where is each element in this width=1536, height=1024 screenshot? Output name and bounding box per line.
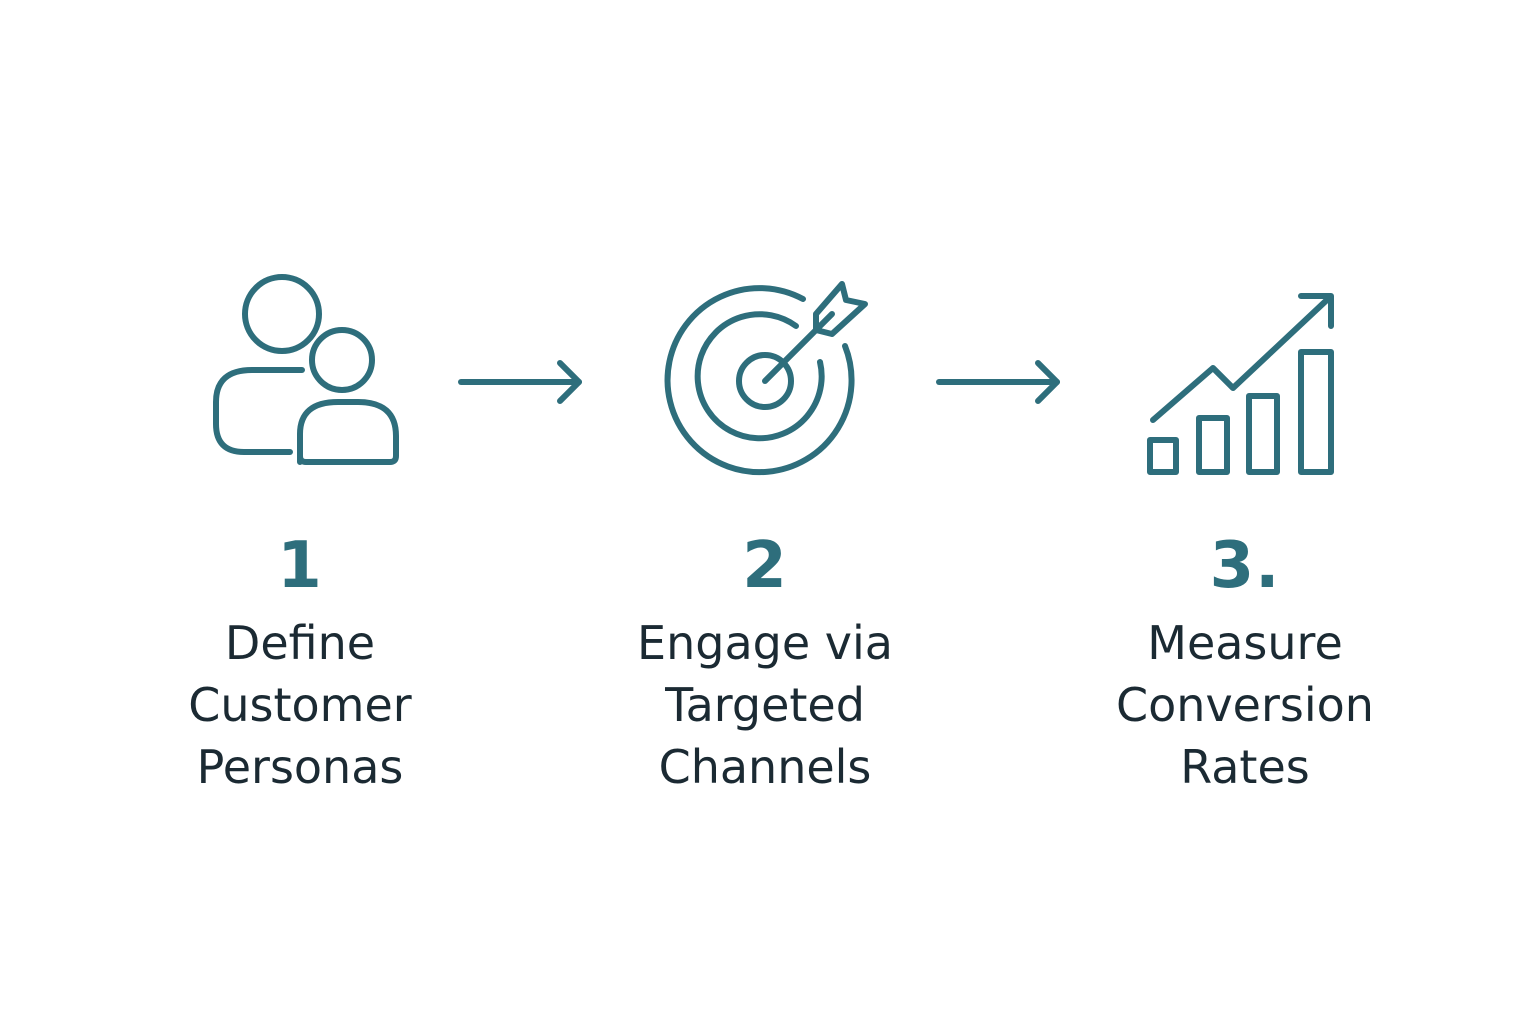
step-label-line: Targeted — [665, 678, 865, 732]
step-label: Measure Conversion Rates — [1075, 612, 1415, 798]
growth-chart-icon — [1147, 293, 1334, 475]
step-number: 1 — [277, 529, 323, 603]
step-label-line: Measure — [1147, 616, 1343, 670]
users-icon — [213, 274, 399, 465]
step-label-line: Customer — [188, 678, 412, 732]
step-label-line: Engage via — [637, 616, 893, 670]
step-label-line: Rates — [1180, 740, 1310, 794]
step-number: 2 — [742, 529, 788, 603]
step-label: Engage via Targeted Channels — [595, 612, 935, 798]
step-label: Define Customer Personas — [130, 612, 470, 798]
step-label-line: Personas — [196, 740, 404, 794]
step-label-line: Define — [224, 616, 376, 670]
target-arrow-icon — [664, 281, 868, 476]
step-label-line: Channels — [658, 740, 872, 794]
step-number: 3. — [1209, 529, 1281, 603]
arrow-right-icon — [458, 360, 582, 404]
step-label-line: Conversion — [1116, 678, 1374, 732]
arrow-right-icon — [936, 360, 1060, 404]
